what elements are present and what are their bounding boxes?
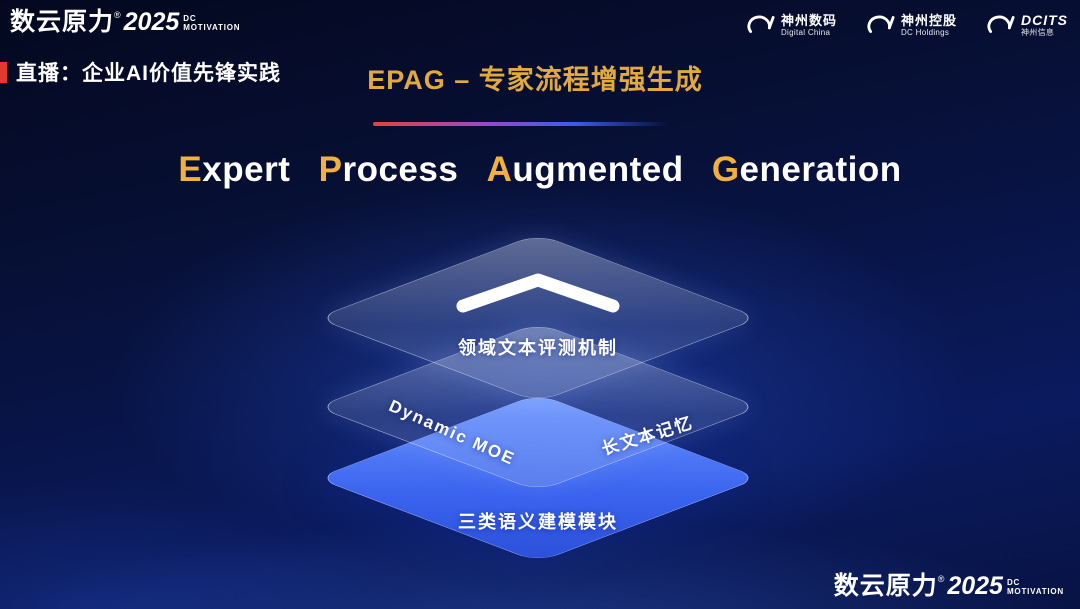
partner-sub: 神州信息: [1021, 27, 1055, 37]
brand-dc: DC: [183, 14, 197, 23]
heading-rest: rocess: [342, 150, 459, 189]
partner-logos: 神州数码 Digital China 神州控股 DC Holdings DCIT…: [745, 10, 1068, 40]
english-heading: Expert Process Augmented Generation: [0, 150, 1080, 190]
partner-logo-dcits: DCITS 神州信息: [985, 10, 1068, 40]
chevron-up-icon: [456, 273, 620, 313]
partner-text: DCITS 神州信息: [1021, 11, 1068, 38]
partner-sub: DC Holdings: [900, 27, 950, 37]
heading-initial: P: [318, 150, 343, 189]
brand-year: 2025: [947, 572, 1003, 600]
heading-word: Expert: [178, 150, 290, 189]
partner-name: 神州数码: [780, 12, 837, 28]
brand-logo-top: 数云原力 ® 2025 DC MOTIVATION: [10, 10, 240, 35]
partner-name: DCITS: [1021, 11, 1068, 28]
partner-name: 神州控股: [900, 12, 957, 28]
partner-text: 神州数码 Digital China: [781, 13, 837, 38]
live-label: 直播：企业AI价值先锋实践: [16, 62, 281, 85]
heading-initial: E: [178, 150, 203, 189]
live-banner: 直播：企业AI价值先锋实践: [0, 57, 281, 87]
swoosh-icon: [747, 15, 775, 33]
heading-word: Generation: [712, 150, 902, 189]
heading-initial: A: [486, 150, 513, 189]
brand-name: 数云原力: [10, 8, 115, 36]
brand-motivation: MOTIVATION: [1006, 587, 1064, 596]
layer1-label: 领域文本评测机制: [458, 338, 618, 358]
registered-mark: ®: [114, 10, 121, 20]
heading-rest: xpert: [202, 150, 291, 189]
gradient-divider: [373, 122, 668, 126]
registered-mark: ®: [937, 574, 945, 584]
heading-word: Augmented: [487, 150, 684, 189]
brand-motivation: MOTIVATION: [183, 23, 241, 32]
swoosh-icon: [867, 15, 895, 33]
heading-rest: ugmented: [512, 150, 684, 189]
brand-dc-motivation: DC MOTIVATION: [183, 14, 240, 32]
layer-top-glass: [315, 233, 761, 403]
partner-logo-dc-holdings: 神州控股 DC Holdings: [865, 10, 957, 40]
brand-dc-motivation: DC MOTIVATION: [1007, 578, 1064, 596]
page-title: EPAG – 专家流程增强生成: [367, 65, 703, 95]
brand-year: 2025: [123, 8, 180, 36]
layer3-label: 三类语义建模模块: [458, 512, 618, 532]
live-accent-bar: [0, 61, 7, 83]
brand-name: 数云原力: [833, 572, 938, 600]
heading-initial: G: [711, 150, 740, 189]
swoosh-icon: [987, 15, 1015, 33]
brand-logo-bottom: 数云原力 ® 2025 DC MOTIVATION: [834, 574, 1064, 599]
brand-dc: DC: [1006, 578, 1021, 587]
partner-sub: Digital China: [780, 27, 831, 37]
heading-rest: eneration: [739, 150, 902, 189]
heading-word: Process: [319, 150, 459, 189]
partner-text: 神州控股 DC Holdings: [901, 13, 957, 38]
partner-logo-digital-china: 神州数码 Digital China: [745, 10, 837, 40]
